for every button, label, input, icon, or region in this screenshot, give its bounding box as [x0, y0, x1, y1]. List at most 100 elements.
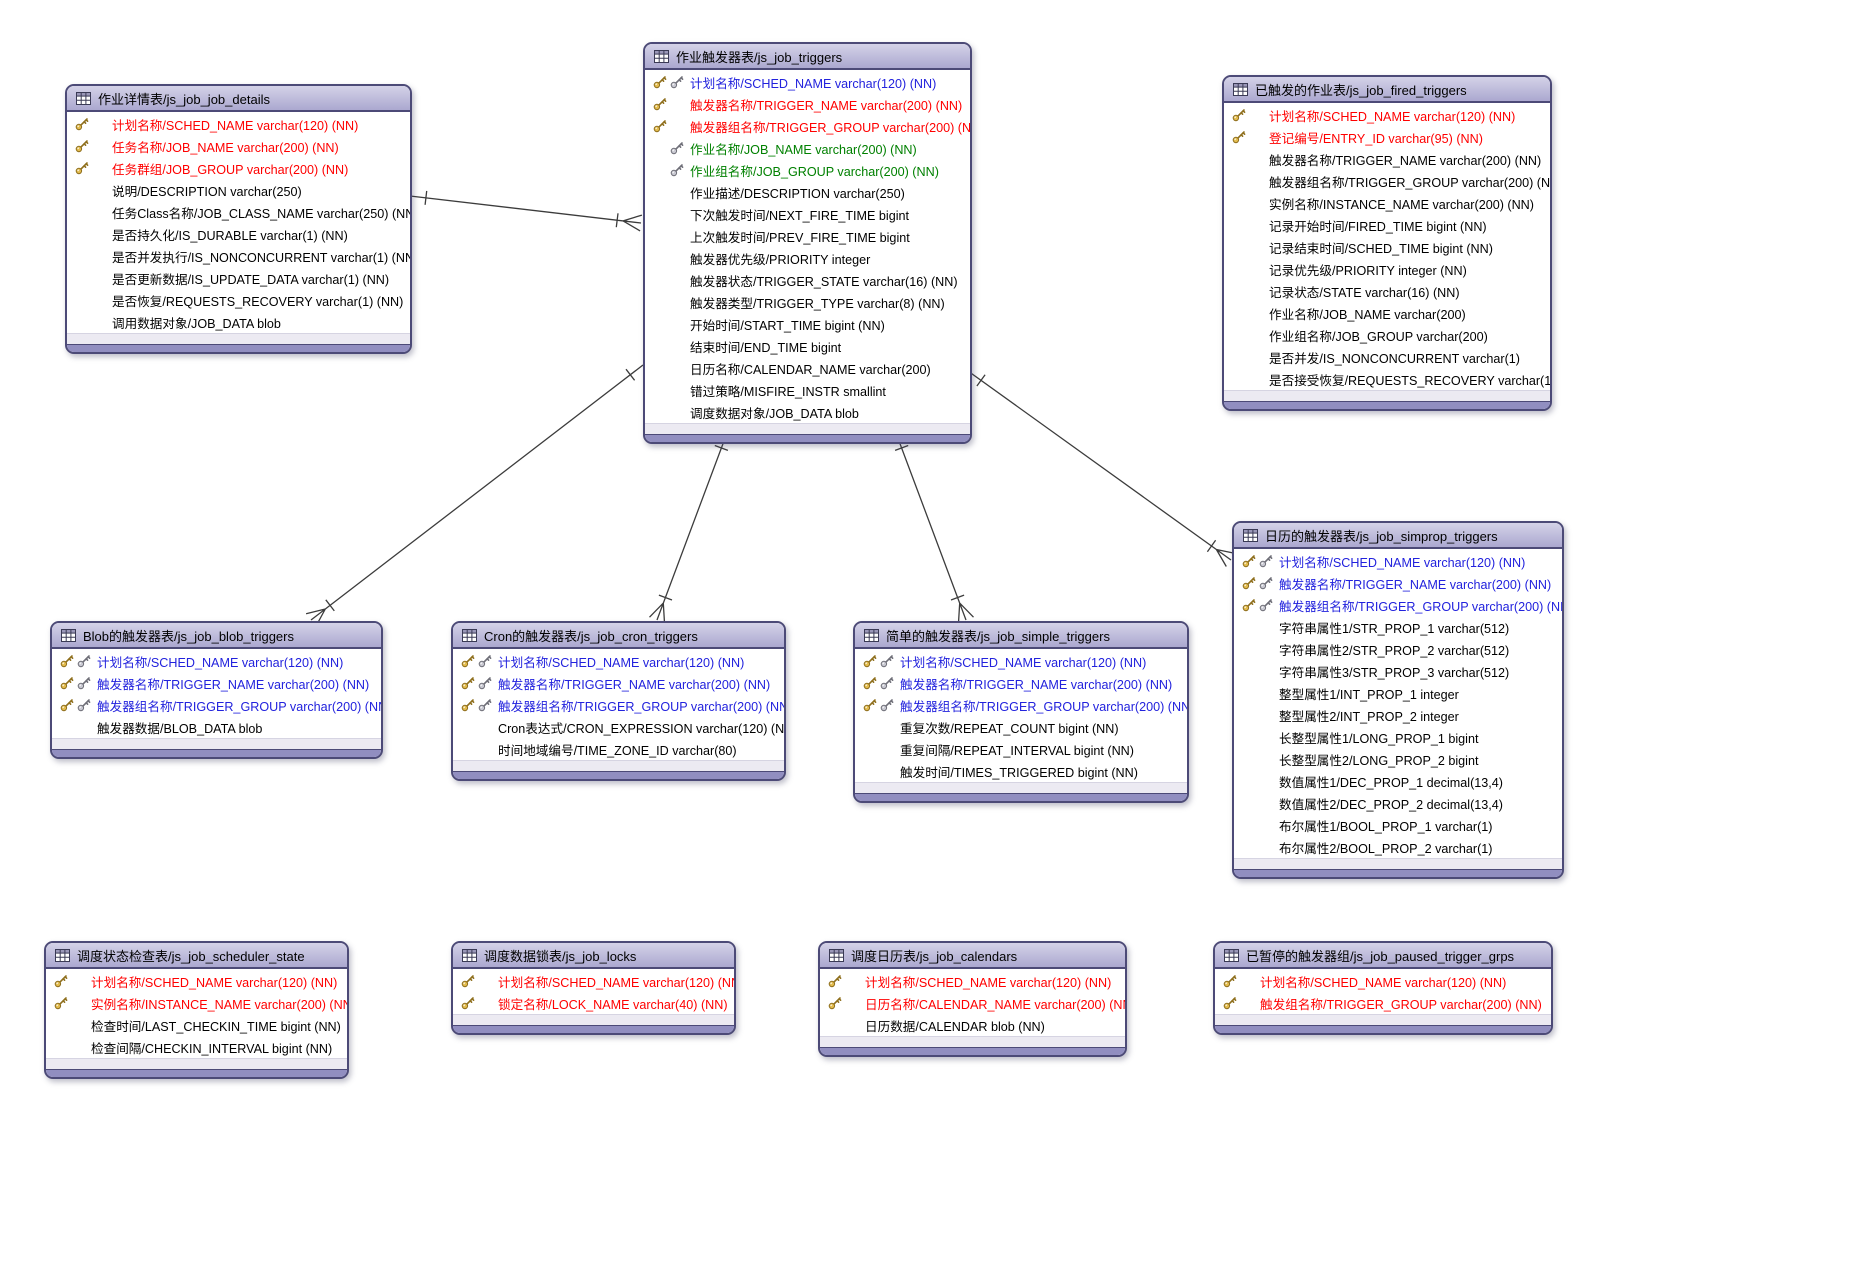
- field-row[interactable]: 触发器组名称/TRIGGER_GROUP varchar(200) (NN): [645, 115, 970, 137]
- field-row[interactable]: 计划名称/SCHED_NAME varchar(120) (NN): [820, 970, 1125, 992]
- field-row[interactable]: 触发器组名称/TRIGGER_GROUP varchar(200) (NN): [1224, 170, 1550, 192]
- field-row[interactable]: Cron表达式/CRON_EXPRESSION varchar(120) (NN…: [453, 716, 784, 738]
- table-header[interactable]: 日历的触发器表/js_job_simprop_triggers: [1234, 523, 1562, 549]
- table-header[interactable]: 调度日历表/js_job_calendars: [820, 943, 1125, 969]
- field-row[interactable]: 触发器名称/TRIGGER_NAME varchar(200) (NN): [855, 672, 1187, 694]
- field-row[interactable]: 触发器组名称/TRIGGER_GROUP varchar(200) (NN): [52, 694, 381, 716]
- table-header[interactable]: 调度状态检查表/js_job_scheduler_state: [46, 943, 347, 969]
- entity-table-simprop_triggers[interactable]: 日历的触发器表/js_job_simprop_triggers 计划名称/SCH…: [1232, 521, 1564, 879]
- entity-table-calendars[interactable]: 调度日历表/js_job_calendars 计划名称/SCHED_NAME v…: [818, 941, 1127, 1057]
- field-row[interactable]: 开始时间/START_TIME bigint (NN): [645, 313, 970, 335]
- field-row[interactable]: 触发时间/TIMES_TRIGGERED bigint (NN): [855, 760, 1187, 782]
- field-row[interactable]: 是否接受恢复/REQUESTS_RECOVERY varchar(1): [1224, 368, 1550, 390]
- field-row[interactable]: 是否持久化/IS_DURABLE varchar(1) (NN): [67, 223, 410, 245]
- field-row[interactable]: 日历数据/CALENDAR blob (NN): [820, 1014, 1125, 1036]
- field-row[interactable]: 作业组名称/JOB_GROUP varchar(200): [1224, 324, 1550, 346]
- field-row[interactable]: 作业名称/JOB_NAME varchar(200): [1224, 302, 1550, 324]
- entity-table-fired_triggers[interactable]: 已触发的作业表/js_job_fired_triggers 计划名称/SCHED…: [1222, 75, 1552, 411]
- entity-table-simple_triggers[interactable]: 简单的触发器表/js_job_simple_triggers 计划名称/SCHE…: [853, 621, 1189, 803]
- entity-table-blob_triggers[interactable]: Blob的触发器表/js_job_blob_triggers 计划名称/SCHE…: [50, 621, 383, 759]
- table-header[interactable]: 作业触发器表/js_job_triggers: [645, 44, 970, 70]
- field-row[interactable]: 作业描述/DESCRIPTION varchar(250): [645, 181, 970, 203]
- table-header[interactable]: 简单的触发器表/js_job_simple_triggers: [855, 623, 1187, 649]
- field-row[interactable]: 长整型属性1/LONG_PROP_1 bigint: [1234, 726, 1562, 748]
- field-row[interactable]: 记录结束时间/SCHED_TIME bigint (NN): [1224, 236, 1550, 258]
- field-row[interactable]: 触发器名称/TRIGGER_NAME varchar(200) (NN): [1224, 148, 1550, 170]
- table-header[interactable]: Cron的触发器表/js_job_cron_triggers: [453, 623, 784, 649]
- field-row[interactable]: 重复次数/REPEAT_COUNT bigint (NN): [855, 716, 1187, 738]
- field-row[interactable]: 字符串属性3/STR_PROP_3 varchar(512): [1234, 660, 1562, 682]
- field-row[interactable]: 调用数据对象/JOB_DATA blob: [67, 311, 410, 333]
- field-row[interactable]: 结束时间/END_TIME bigint: [645, 335, 970, 357]
- field-row[interactable]: 说明/DESCRIPTION varchar(250): [67, 179, 410, 201]
- field-row[interactable]: 记录优先级/PRIORITY integer (NN): [1224, 258, 1550, 280]
- field-row[interactable]: 字符串属性1/STR_PROP_1 varchar(512): [1234, 616, 1562, 638]
- field-row[interactable]: 计划名称/SCHED_NAME varchar(120) (NN): [453, 650, 784, 672]
- entity-table-cron_triggers[interactable]: Cron的触发器表/js_job_cron_triggers 计划名称/SCHE…: [451, 621, 786, 781]
- field-row[interactable]: 整型属性1/INT_PROP_1 integer: [1234, 682, 1562, 704]
- field-row[interactable]: 触发器组名称/TRIGGER_GROUP varchar(200) (NN): [1234, 594, 1562, 616]
- field-row[interactable]: 记录状态/STATE varchar(16) (NN): [1224, 280, 1550, 302]
- field-row[interactable]: 任务群组/JOB_GROUP varchar(200) (NN): [67, 157, 410, 179]
- table-header[interactable]: 已暂停的触发器组/js_job_paused_trigger_grps: [1215, 943, 1551, 969]
- field-row[interactable]: 作业组名称/JOB_GROUP varchar(200) (NN): [645, 159, 970, 181]
- field-row[interactable]: 计划名称/SCHED_NAME varchar(120) (NN): [67, 113, 410, 135]
- field-row[interactable]: 检查时间/LAST_CHECKIN_TIME bigint (NN): [46, 1014, 347, 1036]
- table-header[interactable]: 已触发的作业表/js_job_fired_triggers: [1224, 77, 1550, 103]
- entity-table-locks[interactable]: 调度数据锁表/js_job_locks 计划名称/SCHED_NAME varc…: [451, 941, 736, 1035]
- field-row[interactable]: 整型属性2/INT_PROP_2 integer: [1234, 704, 1562, 726]
- field-row[interactable]: 下次触发时间/NEXT_FIRE_TIME bigint: [645, 203, 970, 225]
- relationship-line-job_details-triggers[interactable]: [409, 190, 643, 232]
- field-row[interactable]: 是否更新数据/IS_UPDATE_DATA varchar(1) (NN): [67, 267, 410, 289]
- field-row[interactable]: 触发器名称/TRIGGER_NAME varchar(200) (NN): [52, 672, 381, 694]
- field-row[interactable]: 实例名称/INSTANCE_NAME varchar(200) (NN): [46, 992, 347, 1014]
- field-row[interactable]: 任务Class名称/JOB_CLASS_NAME varchar(250) (N…: [67, 201, 410, 223]
- relationship-line-triggers-simple_triggers[interactable]: [894, 432, 974, 623]
- field-row[interactable]: 触发器组名称/TRIGGER_GROUP varchar(200) (NN): [453, 694, 784, 716]
- field-row[interactable]: 触发器优先级/PRIORITY integer: [645, 247, 970, 269]
- field-row[interactable]: 计划名称/SCHED_NAME varchar(120) (NN): [52, 650, 381, 672]
- table-header[interactable]: 作业详情表/js_job_job_details: [67, 86, 410, 112]
- field-row[interactable]: 是否并发/IS_NONCONCURRENT varchar(1): [1224, 346, 1550, 368]
- field-row[interactable]: 计划名称/SCHED_NAME varchar(120) (NN): [46, 970, 347, 992]
- field-row[interactable]: 实例名称/INSTANCE_NAME varchar(200) (NN): [1224, 192, 1550, 214]
- field-row[interactable]: 是否并发执行/IS_NONCONCURRENT varchar(1) (NN): [67, 245, 410, 267]
- field-row[interactable]: 锁定名称/LOCK_NAME varchar(40) (NN): [453, 992, 734, 1014]
- field-row[interactable]: 检查间隔/CHECKIN_INTERVAL bigint (NN): [46, 1036, 347, 1058]
- entity-table-triggers[interactable]: 作业触发器表/js_job_triggers 计划名称/SCHED_NAME v…: [643, 42, 972, 444]
- field-row[interactable]: 作业名称/JOB_NAME varchar(200) (NN): [645, 137, 970, 159]
- field-row[interactable]: 错过策略/MISFIRE_INSTR smallint: [645, 379, 970, 401]
- relationship-line-triggers-blob_triggers[interactable]: [305, 364, 644, 627]
- entity-table-job_details[interactable]: 作业详情表/js_job_job_details 计划名称/SCHED_NAME…: [65, 84, 412, 354]
- field-row[interactable]: 长整型属性2/LONG_PROP_2 bigint: [1234, 748, 1562, 770]
- field-row[interactable]: 布尔属性2/BOOL_PROP_2 varchar(1): [1234, 836, 1562, 858]
- field-row[interactable]: 触发器名称/TRIGGER_NAME varchar(200) (NN): [1234, 572, 1562, 594]
- relationship-line-triggers-simprop_triggers[interactable]: [967, 370, 1236, 567]
- field-row[interactable]: 计划名称/SCHED_NAME varchar(120) (NN): [645, 71, 970, 93]
- field-row[interactable]: 计划名称/SCHED_NAME varchar(120) (NN): [855, 650, 1187, 672]
- field-row[interactable]: 是否恢复/REQUESTS_RECOVERY varchar(1) (NN): [67, 289, 410, 311]
- field-row[interactable]: 上次触发时间/PREV_FIRE_TIME bigint: [645, 225, 970, 247]
- entity-table-paused_trigger_grps[interactable]: 已暂停的触发器组/js_job_paused_trigger_grps 计划名称…: [1213, 941, 1553, 1035]
- table-header[interactable]: 调度数据锁表/js_job_locks: [453, 943, 734, 969]
- field-row[interactable]: 字符串属性2/STR_PROP_2 varchar(512): [1234, 638, 1562, 660]
- relationship-line-triggers-cron_triggers[interactable]: [649, 432, 729, 623]
- field-row[interactable]: 调度数据对象/JOB_DATA blob: [645, 401, 970, 423]
- entity-table-scheduler_state[interactable]: 调度状态检查表/js_job_scheduler_state 计划名称/SCHE…: [44, 941, 349, 1079]
- field-row[interactable]: 任务名称/JOB_NAME varchar(200) (NN): [67, 135, 410, 157]
- field-row[interactable]: 重复间隔/REPEAT_INTERVAL bigint (NN): [855, 738, 1187, 760]
- field-row[interactable]: 日历名称/CALENDAR_NAME varchar(200) (NN): [820, 992, 1125, 1014]
- field-row[interactable]: 触发器状态/TRIGGER_STATE varchar(16) (NN): [645, 269, 970, 291]
- field-row[interactable]: 数值属性1/DEC_PROP_1 decimal(13,4): [1234, 770, 1562, 792]
- field-row[interactable]: 计划名称/SCHED_NAME varchar(120) (NN): [1224, 104, 1550, 126]
- table-header[interactable]: Blob的触发器表/js_job_blob_triggers: [52, 623, 381, 649]
- field-row[interactable]: 时间地域编号/TIME_ZONE_ID varchar(80): [453, 738, 784, 760]
- field-row[interactable]: 记录开始时间/FIRED_TIME bigint (NN): [1224, 214, 1550, 236]
- field-row[interactable]: 计划名称/SCHED_NAME varchar(120) (NN): [1215, 970, 1551, 992]
- field-row[interactable]: 触发器类型/TRIGGER_TYPE varchar(8) (NN): [645, 291, 970, 313]
- field-row[interactable]: 触发器名称/TRIGGER_NAME varchar(200) (NN): [453, 672, 784, 694]
- field-row[interactable]: 计划名称/SCHED_NAME varchar(120) (NN): [453, 970, 734, 992]
- field-row[interactable]: 登记编号/ENTRY_ID varchar(95) (NN): [1224, 126, 1550, 148]
- field-row[interactable]: 数值属性2/DEC_PROP_2 decimal(13,4): [1234, 792, 1562, 814]
- field-row[interactable]: 触发器数据/BLOB_DATA blob: [52, 716, 381, 738]
